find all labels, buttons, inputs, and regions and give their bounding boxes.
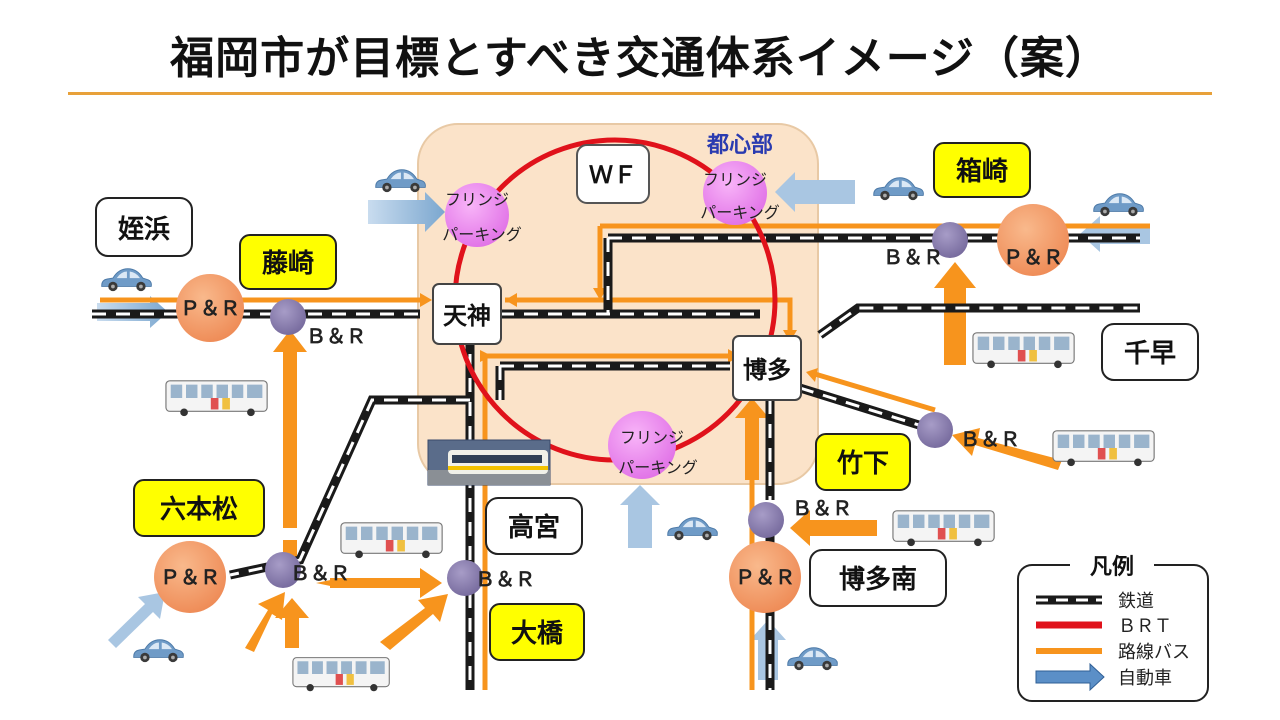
br-ropponmatsu: Ｂ＆Ｒ (265, 552, 350, 588)
fringe-label-2: パーキング (442, 225, 522, 244)
svg-text:六本松: 六本松 (160, 495, 238, 525)
title-underline (68, 92, 1212, 95)
downtown-label: 都心部 (706, 132, 773, 158)
legend-item-brt: ＢＲＴ (1036, 616, 1172, 637)
page-title: 福岡市が目標とすべき交通体系イメージ（案） (170, 33, 1110, 84)
brt-photo (427, 439, 551, 486)
legend-title: 凡例 (1090, 555, 1134, 580)
svg-text:千早: 千早 (1124, 339, 1176, 369)
svg-text:鉄道: 鉄道 (1118, 591, 1154, 612)
legend-item-rail: 鉄道 (1036, 591, 1154, 612)
fringe-label-1: フリンジ (703, 170, 767, 189)
svg-text:Ｂ＆Ｒ: Ｂ＆Ｒ (306, 324, 366, 348)
legend-item-bus: 路線バス (1036, 642, 1190, 663)
svg-text:藤崎: 藤崎 (262, 249, 314, 279)
place-fujisaki: 藤崎 (239, 234, 337, 290)
svg-text:自動車: 自動車 (1118, 668, 1172, 689)
place-chihaya: 千早 (1101, 323, 1199, 381)
svg-text:姪浜: 姪浜 (118, 215, 170, 245)
legend: 凡例 鉄道 ＢＲＴ 路線バス 自動車 (1017, 552, 1209, 702)
br-takeshita: Ｂ＆Ｒ (748, 496, 852, 538)
svg-text:天神: 天神 (443, 302, 491, 330)
svg-text:Ｂ＆Ｒ: Ｂ＆Ｒ (290, 561, 350, 585)
place-hakozaki: 箱崎 (933, 142, 1031, 198)
svg-text:ＢＲＴ: ＢＲＴ (1118, 616, 1172, 637)
place-ohashi: 大橋 (489, 603, 585, 661)
place-hakataminami: 博多南 (809, 549, 947, 607)
fringe-label-1: フリンジ (445, 190, 509, 209)
svg-text:Ｂ＆Ｒ: Ｂ＆Ｒ (475, 567, 535, 591)
fringe-parking-s: フリンジ パーキング (608, 411, 698, 479)
svg-text:博多南: 博多南 (839, 565, 917, 595)
svg-text:Ｂ＆Ｒ: Ｂ＆Ｒ (960, 427, 1020, 451)
pr-ropponmatsu: Ｐ＆Ｒ (154, 541, 226, 613)
br-ohashi: Ｂ＆Ｒ (447, 560, 535, 596)
wf-box (576, 144, 650, 204)
pr-hakozaki: Ｐ＆Ｒ (997, 204, 1069, 276)
svg-text:Ｐ＆Ｒ: Ｐ＆Ｒ (1003, 245, 1063, 269)
svg-text:博多: 博多 (743, 356, 791, 384)
bus-arrows (245, 262, 1062, 652)
place-ropponmatsu: 六本松 (133, 479, 265, 537)
svg-text:箱崎: 箱崎 (956, 156, 1008, 187)
fringe-label-2: パーキング (618, 458, 698, 477)
svg-text:Ｐ＆Ｒ: Ｐ＆Ｒ (180, 296, 240, 320)
svg-text:竹下: 竹下 (836, 449, 889, 479)
wf-label: ＷＦ (589, 161, 637, 189)
fringe-parking-ne: フリンジ パーキング (700, 161, 780, 225)
br-chihaya: Ｂ＆Ｒ (917, 412, 1020, 451)
place-takeshita: 竹下 (815, 433, 911, 491)
pr-hakataminami: Ｐ＆Ｒ (729, 541, 801, 613)
station-hakata: 博多 (732, 335, 802, 401)
fringe-label-1: フリンジ (620, 428, 684, 447)
svg-text:路線バス: 路線バス (1118, 642, 1190, 663)
pr-fujisaki: Ｐ＆Ｒ (176, 274, 244, 342)
legend-item-car: 自動車 (1035, 662, 1172, 692)
br-hakozaki: Ｂ＆Ｒ (883, 222, 968, 269)
svg-text:Ｐ＆Ｒ: Ｐ＆Ｒ (160, 565, 220, 589)
svg-text:大橋: 大橋 (511, 619, 564, 649)
fringe-parking-nw: フリンジ パーキング (442, 183, 522, 247)
svg-text:Ｂ＆Ｒ: Ｂ＆Ｒ (883, 245, 943, 269)
br-fujisaki: Ｂ＆Ｒ (270, 299, 366, 348)
svg-text:高宮: 高宮 (508, 512, 560, 543)
svg-text:Ｂ＆Ｒ: Ｂ＆Ｒ (792, 496, 852, 520)
svg-text:Ｐ＆Ｒ: Ｐ＆Ｒ (735, 565, 795, 589)
fringe-label-2: パーキング (700, 203, 780, 222)
station-tenjin: 天神 (432, 283, 502, 345)
place-meinohama: 姪浜 (95, 197, 193, 257)
place-takamiya: 高宮 (485, 497, 583, 555)
